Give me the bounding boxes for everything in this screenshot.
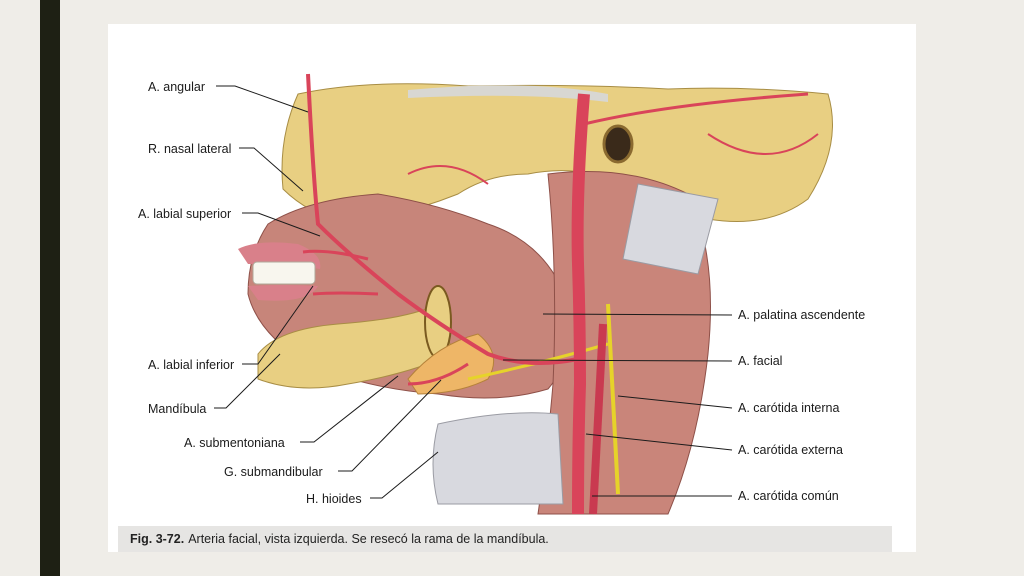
label-lateral-nasal-branch: R. nasal lateral bbox=[148, 142, 232, 156]
label-inferior-labial-artery: A. labial inferior bbox=[148, 358, 235, 372]
caption-text: Arteria facial, vista izquierda. Se rese… bbox=[188, 532, 549, 546]
artery-branch-face bbox=[407, 165, 489, 185]
label-facial-artery: A. facial bbox=[738, 354, 783, 368]
submental-artery bbox=[407, 362, 469, 386]
artery-branch-temporal bbox=[583, 92, 809, 126]
label-external-carotid-artery: A. carótida externa bbox=[738, 443, 843, 457]
nerve-trunk bbox=[606, 303, 620, 495]
caption-fig-number: Fig. 3-72. bbox=[130, 532, 185, 546]
label-submandibular-gland: G. submandibular bbox=[224, 465, 323, 479]
label-internal-carotid-artery: A. carótida interna bbox=[738, 401, 840, 415]
anatomical-illustration-icon bbox=[214, 73, 833, 515]
cranial-cap bbox=[408, 85, 608, 102]
lower-lip bbox=[248, 285, 318, 301]
leader-lines-right bbox=[502, 313, 733, 497]
figure-caption: Fig. 3-72.Arteria facial, vista izquierd… bbox=[118, 526, 892, 552]
teeth bbox=[252, 261, 316, 285]
facial-artery bbox=[306, 73, 579, 365]
labial-artery-lower bbox=[312, 291, 379, 296]
common-carotid-artery bbox=[571, 93, 590, 515]
artery-branch-scalp bbox=[707, 133, 819, 155]
ear-canal bbox=[602, 124, 634, 164]
internal-carotid-artery bbox=[589, 323, 607, 515]
label-submental-artery: A. submentoniana bbox=[184, 436, 285, 450]
slide-left-bar bbox=[40, 0, 60, 576]
label-common-carotid-artery: A. carótida común bbox=[738, 489, 839, 503]
neck-ligament bbox=[432, 412, 564, 505]
label-superior-labial-artery: A. labial superior bbox=[138, 207, 232, 221]
labial-artery-upper bbox=[302, 249, 369, 261]
label-hyoid-bone: H. hioides bbox=[306, 492, 362, 506]
figure-panel: A. angular R. nasal lateral A. labial su… bbox=[108, 24, 916, 552]
leader-lines-left bbox=[214, 85, 442, 499]
label-ascending-palatine-artery: A. palatina ascendente bbox=[738, 308, 866, 322]
ear-ligament bbox=[622, 183, 719, 275]
label-mandible: Mandíbula bbox=[148, 402, 207, 416]
label-angular-artery: A. angular bbox=[148, 80, 205, 94]
